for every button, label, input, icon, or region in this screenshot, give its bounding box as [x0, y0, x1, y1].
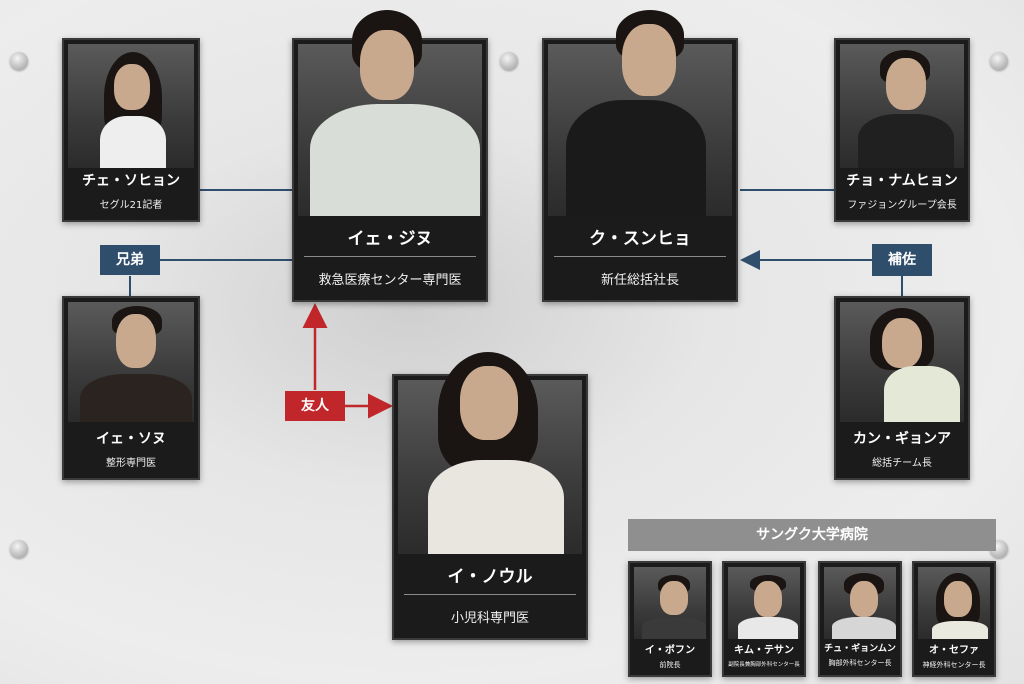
name-kan-gyona: カン・ギョンア — [853, 431, 951, 447]
card-che-sohyon: チェ・ソヒョン セグル21記者 — [62, 38, 200, 222]
portrait-gu-sunhyo — [548, 10, 732, 216]
label-friend: 友人 — [285, 391, 345, 421]
card-hospital-member-1: イ・ボフン 前院長 — [628, 561, 712, 677]
card-ye-jinu: イェ・ジヌ 救急医療センター専門医 — [292, 10, 488, 302]
card-hospital-member-4: オ・セファ 神経外科センター長 — [912, 561, 996, 677]
card-hospital-member-2: キム・テサン 副院長兼胸部外科センター長 — [722, 561, 806, 677]
role-kan-gyona: 総括チーム長 — [872, 458, 932, 469]
card-kan-gyona: カン・ギョンア 総括チーム長 — [834, 296, 970, 480]
name-gu-sunhyo: ク・スンヒョ — [589, 229, 691, 249]
role-che-sohyon: セグル21記者 — [99, 200, 163, 211]
portrait-ye-jinu — [298, 10, 482, 216]
portrait-i-bofun — [634, 567, 706, 639]
name-i-nouru: イ・ノウル — [447, 567, 533, 587]
portrait-che-sohyon — [68, 44, 194, 168]
label-assist: 補佐 — [872, 244, 932, 276]
bolt-top-left — [10, 52, 28, 70]
portrait-cho-namhyon — [840, 44, 964, 168]
label-brothers: 兄弟 — [100, 245, 160, 275]
card-gu-sunhyo: ク・スンヒョ 新任総括社長 — [542, 10, 738, 302]
role-cho-namhyon: ファジョングループ会長 — [847, 200, 957, 211]
name-i-bofun: イ・ボフン — [644, 645, 696, 656]
card-cho-namhyon: チョ・ナムヒョン ファジョングループ会長 — [834, 38, 970, 222]
role-kimu-tesan: 副院長兼胸部外科センター長 — [728, 662, 800, 668]
role-i-nouru: 小児科専門医 — [450, 611, 529, 626]
name-o-sefa: オ・セファ — [929, 645, 979, 656]
role-ye-jinu: 救急医療センター専門医 — [318, 273, 462, 288]
name-ye-sonu: イェ・ソヌ — [96, 431, 166, 447]
role-chu-gyonmun: 胸部外科センター長 — [828, 659, 892, 667]
role-o-sefa: 神経外科センター長 — [922, 661, 986, 669]
portrait-o-sefa — [918, 567, 990, 639]
name-chu-gyonmun: チュ・ギョンムン — [824, 644, 896, 654]
name-kimu-tesan: キム・テサン — [734, 645, 794, 656]
name-cho-namhyon: チョ・ナムヒョン — [846, 173, 958, 189]
card-i-nouru: イ・ノウル 小児科専門医 — [392, 352, 588, 640]
portrait-kan-gyona — [840, 302, 964, 422]
portrait-ye-sonu — [68, 302, 194, 422]
role-i-bofun: 前院長 — [659, 661, 681, 669]
role-ye-sonu: 整形専門医 — [106, 458, 156, 469]
hospital-title: サングク大学病院 — [628, 519, 996, 551]
card-ye-sonu: イェ・ソヌ 整形専門医 — [62, 296, 200, 480]
role-gu-sunhyo: 新任総括社長 — [600, 273, 679, 288]
bolt-top-mid — [500, 52, 518, 70]
bolt-bottom-left — [10, 540, 28, 558]
portrait-i-nouru — [398, 352, 582, 554]
portrait-kimu-tesan — [728, 567, 800, 639]
card-hospital-member-3: チュ・ギョンムン 胸部外科センター長 — [818, 561, 902, 677]
bolt-top-right — [990, 52, 1008, 70]
portrait-chu-gyonmun — [824, 567, 896, 639]
name-ye-jinu: イェ・ジヌ — [347, 229, 433, 249]
name-che-sohyon: チェ・ソヒョン — [82, 173, 180, 189]
